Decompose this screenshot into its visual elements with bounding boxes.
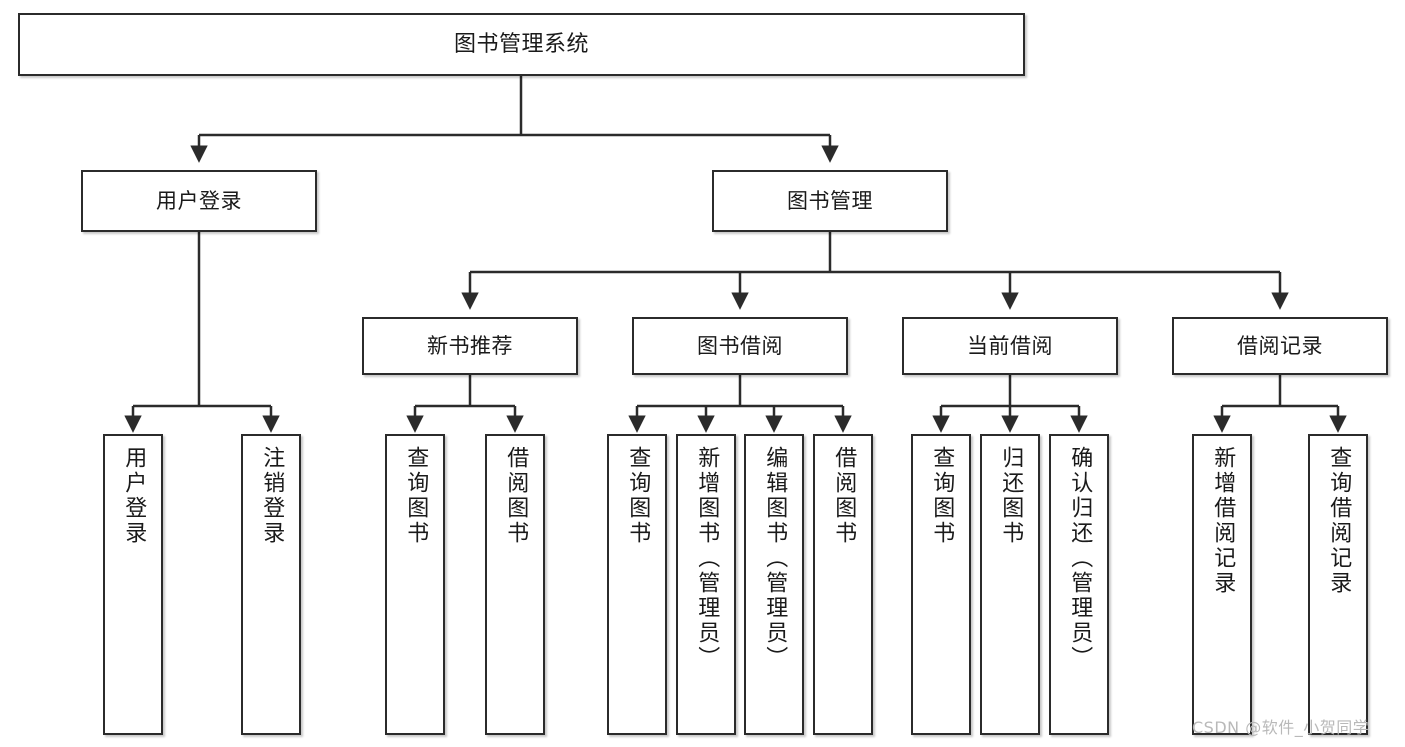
node-label: 用户登录 (121, 446, 147, 546)
leaf-query-book-recommend[interactable]: 查询图书 (385, 434, 445, 735)
node-user-login[interactable]: 用户登录 (81, 170, 317, 232)
node-new-book-recommend[interactable]: 新书推荐 (362, 317, 578, 375)
leaf-user-login[interactable]: 用户登录 (103, 434, 163, 735)
node-label: 用户登录 (156, 188, 242, 213)
node-label: 确认归还（管理员） (1067, 446, 1093, 671)
leaf-add-borrow-record[interactable]: 新增借阅记录 (1192, 434, 1252, 735)
node-label: 借阅图书 (831, 446, 857, 546)
node-root-system[interactable]: 图书管理系统 (18, 13, 1025, 76)
leaf-edit-book[interactable]: 编辑图书（管理员） (744, 434, 804, 735)
node-book-borrow[interactable]: 图书借阅 (632, 317, 848, 375)
node-current-borrow[interactable]: 当前借阅 (902, 317, 1118, 375)
leaf-return-book[interactable]: 归还图书 (980, 434, 1040, 735)
node-label: 借阅图书 (503, 446, 529, 546)
leaf-borrow-book-recommend[interactable]: 借阅图书 (485, 434, 545, 735)
node-label: 查询图书 (625, 446, 651, 546)
node-label: 新书推荐 (427, 333, 513, 358)
csdn-watermark: CSDN @软件_小贺同学 (1192, 718, 1370, 737)
node-label: 归还图书 (998, 446, 1024, 546)
node-label: 借阅记录 (1237, 333, 1323, 358)
node-label: 图书借阅 (697, 333, 783, 358)
node-label: 图书管理系统 (453, 31, 589, 57)
node-label: 查询图书 (929, 446, 955, 546)
leaf-logout-login[interactable]: 注销登录 (241, 434, 301, 735)
node-borrow-record[interactable]: 借阅记录 (1172, 317, 1388, 375)
leaf-confirm-return[interactable]: 确认归还（管理员） (1049, 434, 1109, 735)
node-label: 注销登录 (259, 446, 285, 546)
leaf-query-book-borrow[interactable]: 查询图书 (607, 434, 667, 735)
leaf-query-book-current[interactable]: 查询图书 (911, 434, 971, 735)
leaf-borrow-book[interactable]: 借阅图书 (813, 434, 873, 735)
leaf-query-borrow-record[interactable]: 查询借阅记录 (1308, 434, 1368, 735)
node-label: 查询借阅记录 (1326, 446, 1352, 596)
node-label: 当前借阅 (967, 333, 1053, 358)
node-label: 编辑图书（管理员） (762, 446, 788, 671)
leaf-add-book[interactable]: 新增图书（管理员） (676, 434, 736, 735)
node-label: 新增借阅记录 (1210, 446, 1236, 596)
node-book-manage[interactable]: 图书管理 (712, 170, 948, 232)
node-label: 图书管理 (787, 188, 873, 213)
node-label: 新增图书（管理员） (694, 446, 720, 671)
node-label: 查询图书 (403, 446, 429, 546)
